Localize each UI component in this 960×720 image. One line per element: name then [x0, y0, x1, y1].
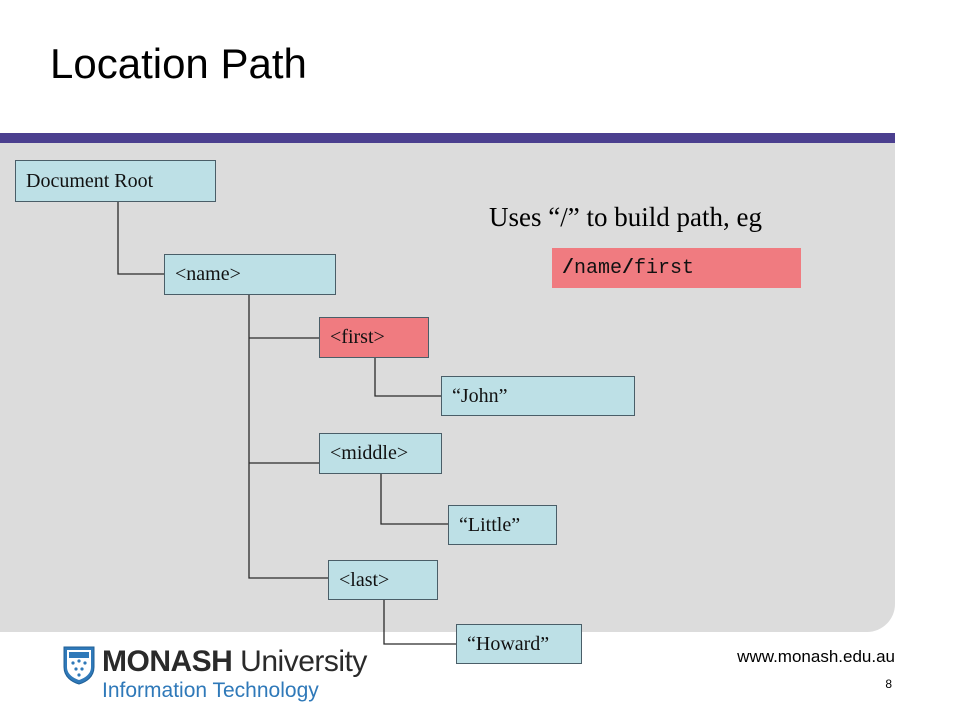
faculty-name: Information Technology [102, 679, 319, 702]
connector-middle-little [380, 473, 448, 525]
path-separator: / [562, 256, 575, 280]
connector-first-john [374, 357, 441, 397]
path-example: /name/first [552, 248, 801, 288]
node-document-root: Document Root [15, 160, 216, 202]
node-first-value: “John” [441, 376, 635, 416]
node-middle-value: “Little” [448, 505, 557, 545]
node-last-value: “Howard” [456, 624, 582, 664]
monash-crest-icon [63, 646, 95, 685]
university-wordmark: MONASH University [102, 645, 367, 679]
slide-title: Location Path [50, 40, 307, 87]
node-middle: <middle> [319, 433, 442, 474]
path-explanation: Uses “/” to build path, eg [489, 202, 762, 232]
path-step-name: name [574, 256, 623, 280]
connector-name-children [248, 294, 328, 579]
connector-root-name [117, 201, 164, 275]
page-number: 8 [885, 677, 892, 691]
node-name: <name> [164, 254, 336, 295]
path-step-first: first [634, 256, 695, 280]
connector-last-howard [383, 599, 456, 645]
header-band [0, 133, 895, 143]
footer-url: www.monash.edu.au [737, 647, 895, 666]
wordmark-monash: MONASH [102, 645, 233, 678]
path-separator: / [622, 256, 635, 280]
wordmark-university: University [232, 645, 367, 678]
node-first: <first> [319, 317, 429, 358]
node-last: <last> [328, 560, 438, 600]
